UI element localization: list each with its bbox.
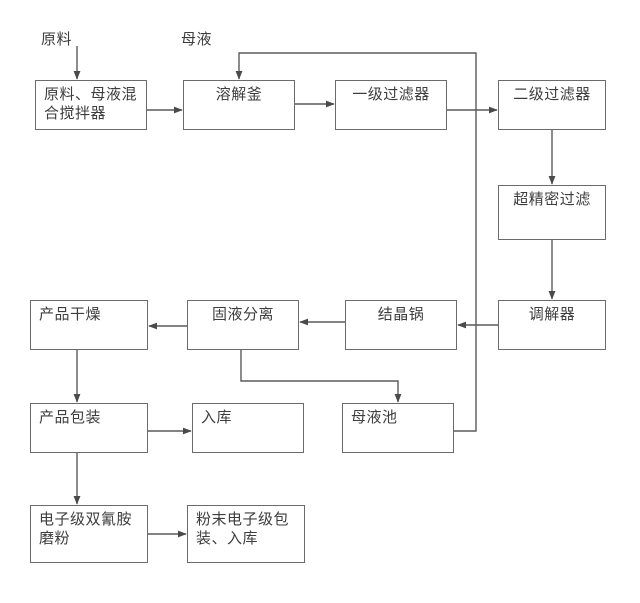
label-mother-liquor: 母液	[181, 32, 213, 48]
node-filter-stage-2[interactable]: 二级过滤器	[498, 80, 606, 130]
node-crystallizer[interactable]: 结晶锅	[345, 300, 457, 350]
node-conditioner[interactable]: 调解器	[498, 300, 606, 350]
node-dissolving-kettle[interactable]: 溶解釜	[183, 80, 295, 130]
node-powder-packing-warehouse[interactable]: 粉末电子级包装、入库	[187, 505, 305, 563]
node-product-drying[interactable]: 产品干燥	[30, 300, 148, 350]
node-electronic-grade-grinding[interactable]: 电子级双氰胺磨粉	[30, 505, 148, 563]
node-mother-liquor-pool[interactable]: 母液池	[342, 403, 454, 453]
node-ultra-fine-filter[interactable]: 超精密过滤	[498, 185, 606, 240]
node-warehouse[interactable]: 入库	[192, 403, 304, 453]
label-raw-material: 原料	[41, 32, 73, 48]
node-filter-stage-1[interactable]: 一级过滤器	[335, 80, 447, 130]
edge-solid-liquid-sep-to-pool	[240, 350, 402, 403]
node-product-packing[interactable]: 产品包装	[30, 403, 148, 453]
node-mixer[interactable]: 原料、母液混合搅拌器	[35, 80, 147, 130]
node-solid-liquid-separation[interactable]: 固液分离	[187, 300, 299, 350]
